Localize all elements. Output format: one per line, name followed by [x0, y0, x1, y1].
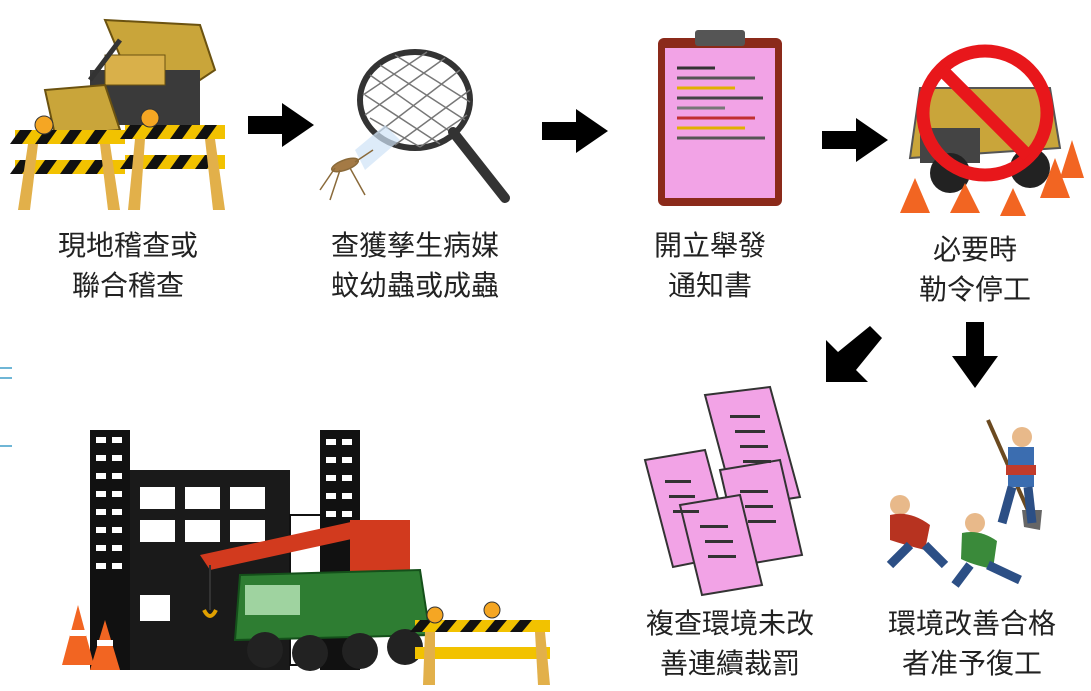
step-label-line: 勒令停工	[918, 273, 1031, 306]
clipboard-notice-icon	[658, 30, 782, 206]
arrow-right-icon	[822, 118, 888, 162]
arrow-right-icon	[248, 103, 314, 147]
step-label-line: 現地稽查或	[57, 229, 198, 262]
construction-site-crane-icon	[62, 430, 550, 685]
step-label: 查獲孳生病媒 蚊幼蟲或成蟲	[310, 226, 520, 306]
step-label-line: 複查環境未改	[645, 607, 814, 640]
arrow-down-left-icon	[826, 326, 882, 382]
step-label-line: 通知書	[667, 269, 752, 302]
no-truck-icon	[900, 44, 1084, 216]
workers-resume-icon	[886, 419, 1042, 588]
step-label: 複查環境未改 善連續裁罰	[630, 604, 830, 684]
step-label-line: 聯合稽查	[71, 269, 184, 302]
step-label-line: 環境改善合格	[887, 607, 1056, 640]
step-label-line: 善連續裁罰	[659, 647, 800, 680]
decorative-dash-icon	[0, 367, 12, 447]
bulldozer-barricade-icon	[10, 18, 225, 210]
step-label-line: 蚊幼蟲或成蟲	[330, 269, 499, 302]
bug-net-mosquito-icon	[319, 49, 510, 203]
step-label: 現地稽查或 聯合稽查	[28, 226, 228, 306]
step-label-line: 必要時	[932, 233, 1017, 266]
step-label: 必要時 勒令停工	[885, 230, 1065, 310]
penalty-documents-icon	[643, 385, 804, 597]
step-label: 開立舉發 通知書	[620, 226, 800, 306]
step-label-line: 開立舉發	[653, 229, 766, 262]
arrow-down-icon	[952, 322, 998, 388]
step-label: 環境改善合格 者准予復工	[862, 604, 1082, 684]
arrow-right-icon	[542, 109, 608, 153]
step-label-line: 者准予復工	[901, 647, 1042, 680]
step-label-line: 查獲孳生病媒	[330, 229, 499, 262]
